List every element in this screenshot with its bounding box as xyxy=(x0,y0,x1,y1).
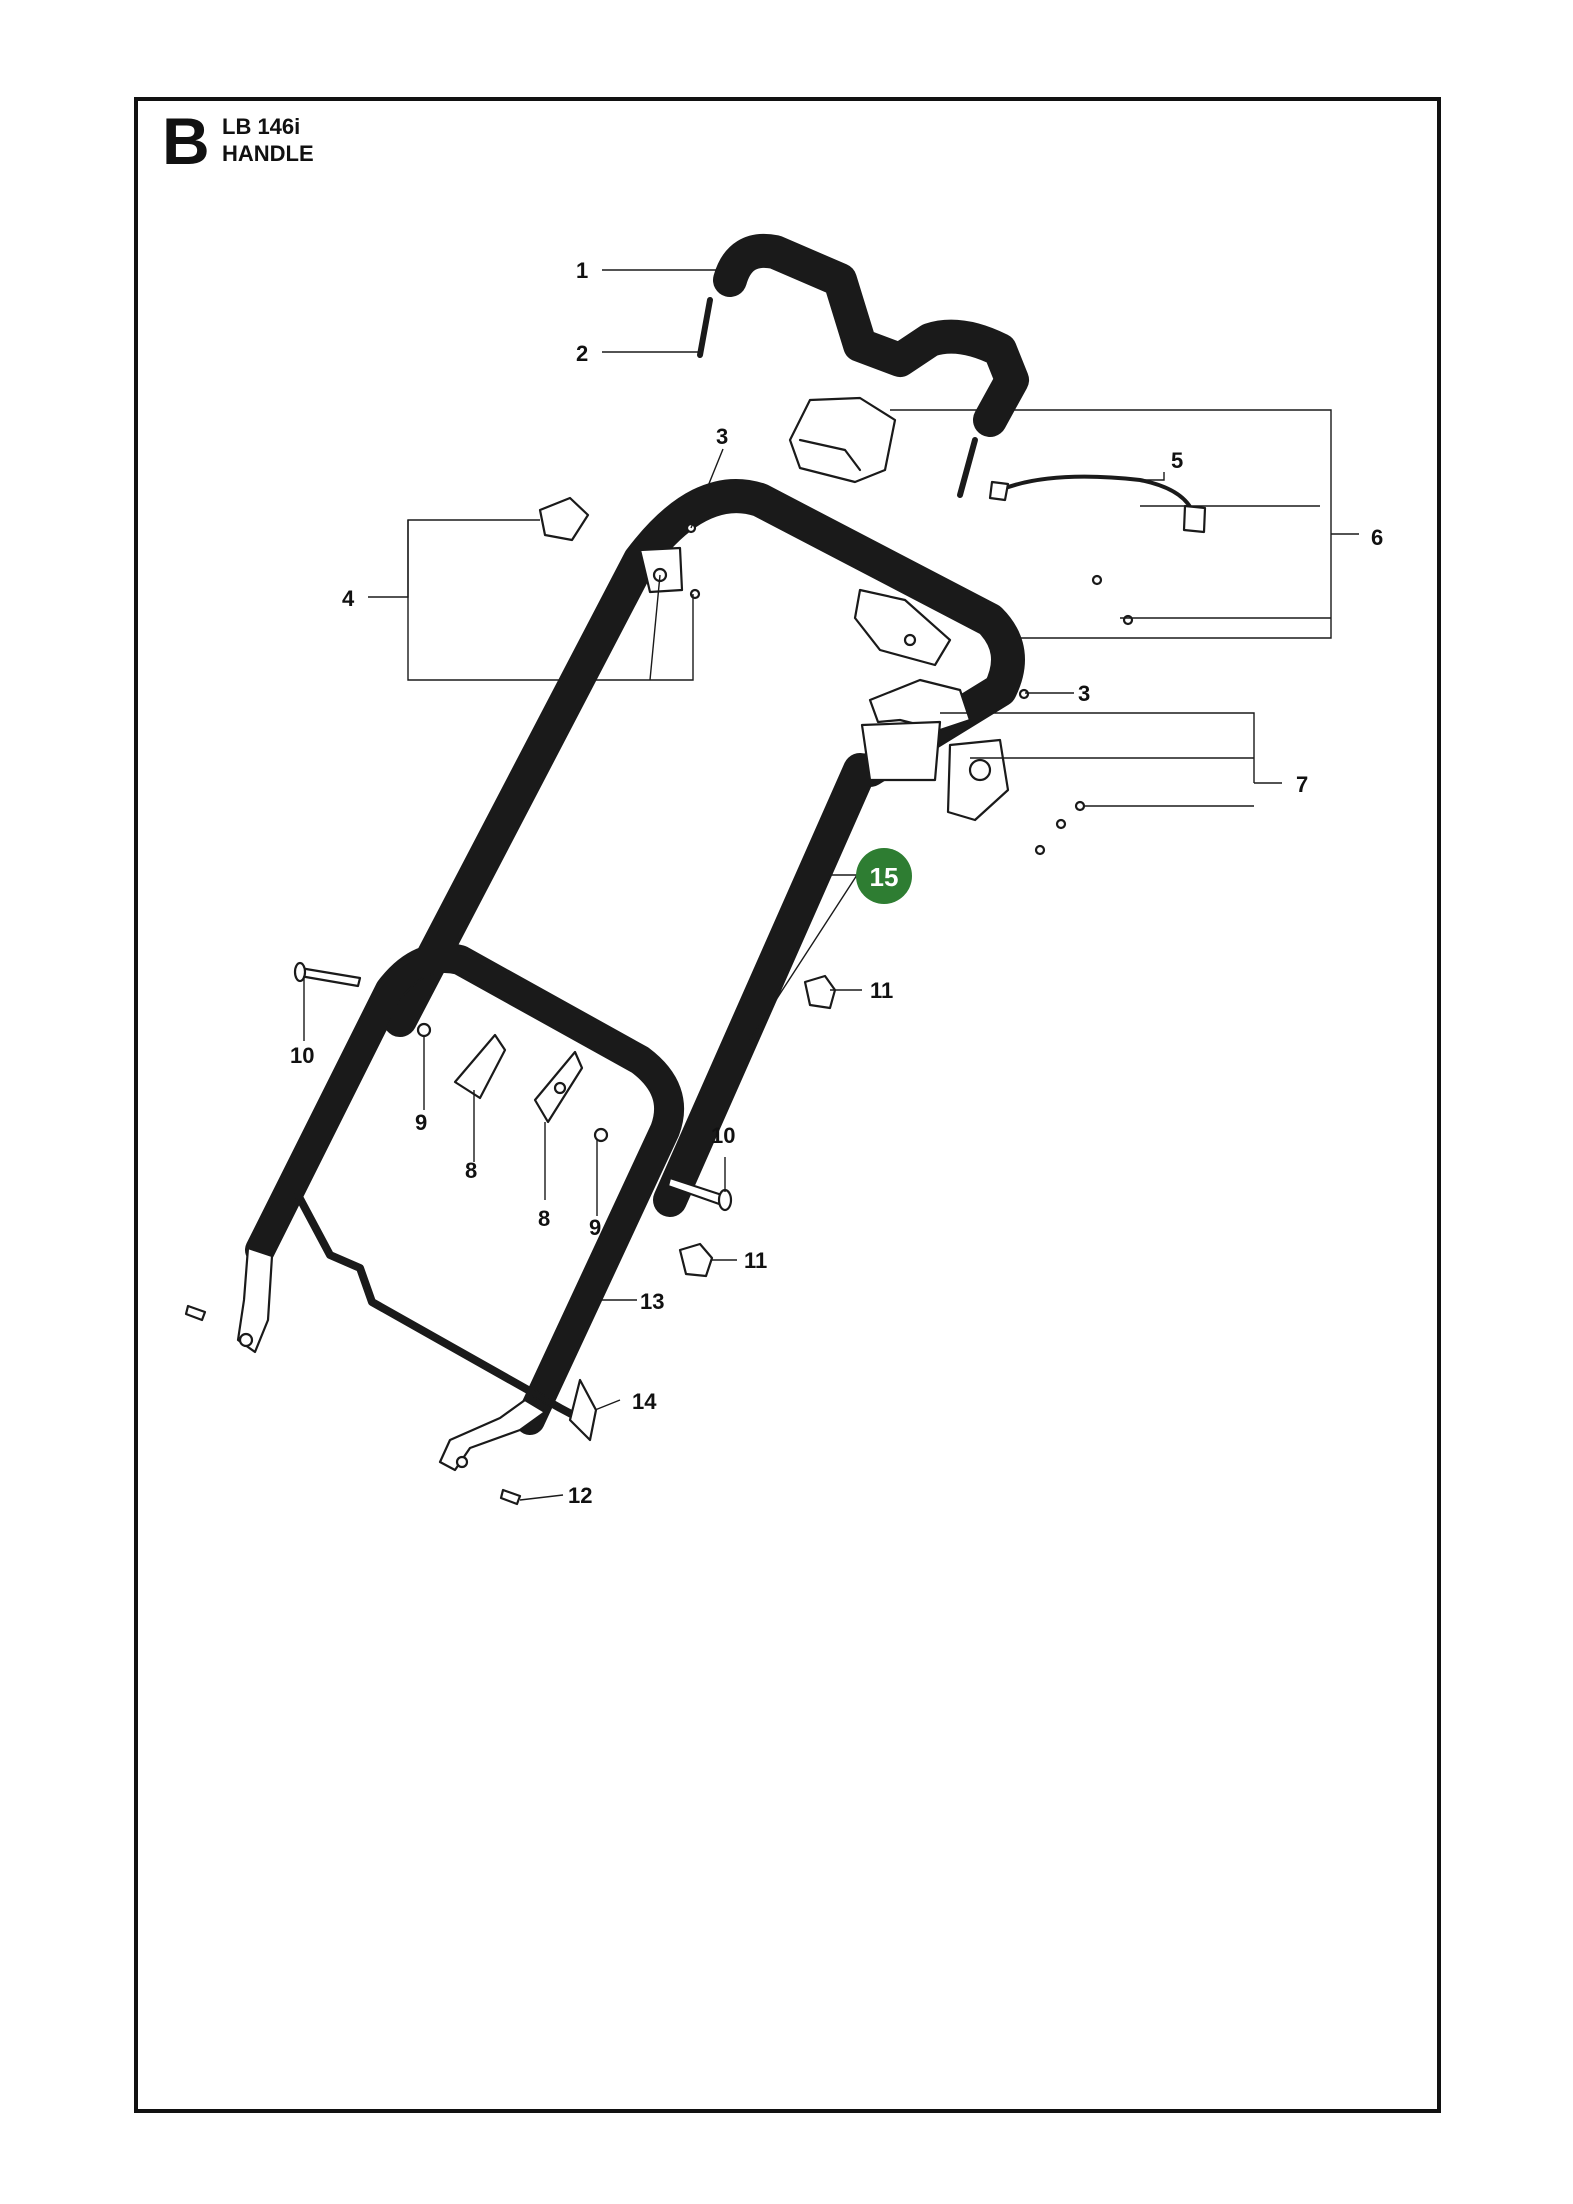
callout-4: 4 xyxy=(342,586,355,611)
top-grip xyxy=(697,233,1029,498)
bolts xyxy=(293,961,733,1212)
callout-11-upper: 11 xyxy=(870,978,893,1003)
callout-15: 15 xyxy=(870,862,899,892)
callout-2: 2 xyxy=(576,341,588,366)
callout-10-left: 10 xyxy=(290,1043,314,1068)
small-screws xyxy=(685,522,1134,856)
callout-7: 7 xyxy=(1296,772,1308,797)
lower-handle-frame xyxy=(236,943,685,1472)
section-letter: B xyxy=(162,104,210,178)
callout-3-top: 3 xyxy=(716,424,728,449)
callout-12: 12 xyxy=(568,1483,592,1508)
callout-13: 13 xyxy=(640,1289,664,1314)
leader-lines xyxy=(303,269,1359,1501)
callout-5: 5 xyxy=(1171,448,1183,473)
cable-clips xyxy=(678,974,837,1278)
callout-6: 6 xyxy=(1371,525,1383,550)
callout-1: 1 xyxy=(576,258,588,283)
section-title: HANDLE xyxy=(222,141,314,166)
bottom-screws xyxy=(184,1304,522,1506)
upper-handle-frame xyxy=(383,479,1025,1217)
callout-8-left: 8 xyxy=(465,1158,477,1183)
callout-8-right: 8 xyxy=(538,1206,550,1231)
callout-11-lower: 11 xyxy=(744,1248,767,1273)
model-label: LB 146i xyxy=(222,114,301,139)
callout-9-right: 9 xyxy=(589,1215,601,1240)
lever-housing xyxy=(860,678,1010,822)
highlighted-callout-15[interactable]: 15 xyxy=(856,848,912,904)
control-box xyxy=(788,396,952,667)
highlight-badge xyxy=(856,848,912,904)
callout-14: 14 xyxy=(632,1389,657,1414)
callout-9-left: 9 xyxy=(415,1110,427,1135)
bail-wire xyxy=(294,1191,598,1442)
callout-3-right: 3 xyxy=(1078,681,1090,706)
callout-10-right: 10 xyxy=(711,1123,735,1148)
diagram-frame xyxy=(134,97,1441,2113)
cable xyxy=(988,474,1207,534)
callout-labels: 1 2 3 3 4 5 6 7 8 8 9 9 10 10 11 11 12 1… xyxy=(290,258,1383,1508)
